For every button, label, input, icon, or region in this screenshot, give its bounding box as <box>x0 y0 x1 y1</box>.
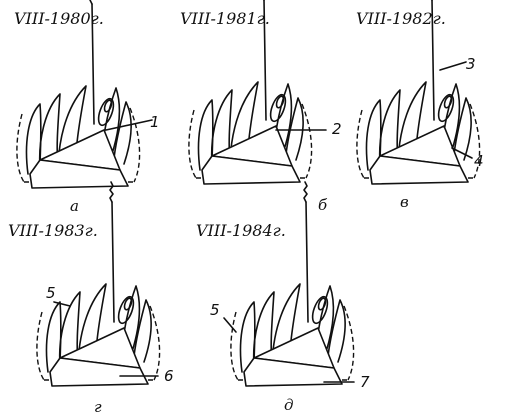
panel-c-callout-4: 4 <box>474 152 484 170</box>
panel-d <box>36 181 161 387</box>
panel-e-date: VIII-1984г. <box>196 221 286 240</box>
panel-b-callout-2: 2 <box>332 120 342 138</box>
panel-a-letter: а <box>70 197 79 215</box>
panel-a-callout-1: 1 <box>150 113 160 131</box>
panel-e-callout-5: 5 <box>210 301 220 319</box>
panel-d-letter: г <box>94 398 102 416</box>
panel-c-letter: в <box>400 193 409 211</box>
panel-b <box>188 0 327 185</box>
panel-a <box>16 0 153 189</box>
panel-b-date: VIII-1981г. <box>180 9 270 28</box>
panel-d-date: VIII-1983г. <box>8 221 98 240</box>
panel-b-letter: б <box>318 196 328 214</box>
panel-d-callout-6: 6 <box>164 367 174 385</box>
panel-a-date: VIII-1980г. <box>14 9 104 28</box>
panel-c <box>356 0 481 185</box>
panel-c-callout-3: 3 <box>466 55 476 73</box>
panel-e-callout-7: 7 <box>360 373 370 391</box>
panel-d-callout-5: 5 <box>46 284 56 302</box>
panel-c-date: VIII-1982г. <box>356 9 446 28</box>
panel-e-letter: д <box>284 396 294 414</box>
panel-e <box>223 181 355 387</box>
